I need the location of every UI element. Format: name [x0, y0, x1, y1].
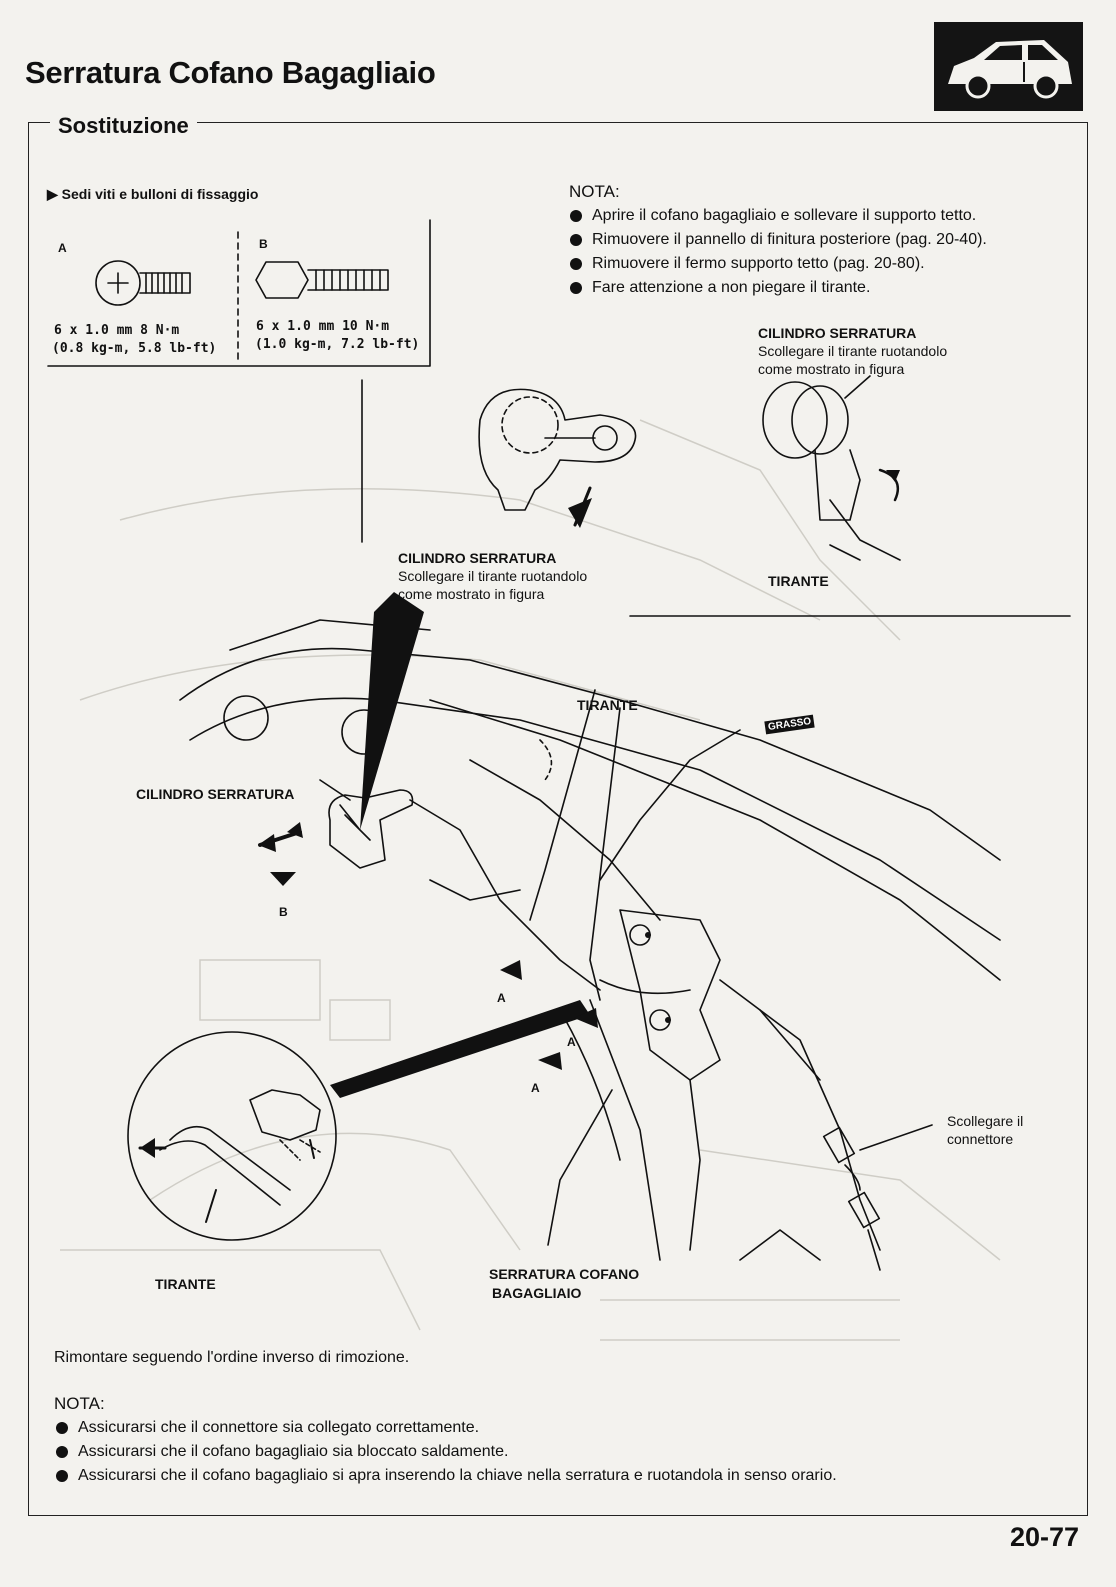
fasteners-heading-text: Sedi viti e bulloni di fissaggio: [61, 186, 259, 202]
callout-lock-line2: BAGAGLIAIO: [492, 1285, 582, 1301]
marker-a-3: A: [531, 1081, 540, 1095]
callout-cylinder-right-line1: Scollegare il tirante ruotandolo: [758, 343, 948, 359]
callout-cylinder-left: CILINDRO SERRATURA: [136, 786, 295, 802]
note-top-list: Aprire il cofano bagagliaio e sollevare …: [568, 204, 987, 300]
callout-cylinder-mid-title: CILINDRO SERRATURA: [398, 550, 557, 566]
fastener-b-spec-2: (1.0 kg-m, 7.2 lb-ft): [255, 337, 420, 352]
note-bottom-list: Assicurarsi che il connettore sia colleg…: [54, 1416, 837, 1488]
callout-connector-line2: connettore: [947, 1131, 1014, 1147]
marker-b: B: [279, 905, 288, 919]
fastener-b-letter: B: [259, 237, 268, 251]
callout-cylinder-right-line2: come mostrato in figura: [758, 361, 905, 377]
list-item: Rimuovere il fermo supporto tetto (pag. …: [568, 252, 987, 276]
page-number: 20-77: [1010, 1522, 1080, 1552]
fastener-a-spec-2: (0.8 kg-m, 5.8 lb-ft): [52, 341, 217, 356]
callout-tirante-detail: TIRANTE: [155, 1276, 216, 1292]
callout-lock-line1: SERRATURA COFANO: [489, 1266, 640, 1282]
fastener-a-letter: A: [58, 241, 67, 255]
callout-cylinder-mid-line2: come mostrato in figura: [398, 586, 545, 602]
triangle-bullet-icon: ▶: [47, 186, 62, 202]
callout-cylinder-mid-line1: Scollegare il tirante ruotandolo: [398, 568, 588, 584]
marker-a-1: A: [497, 991, 506, 1005]
page-title: Serratura Cofano Bagagliaio: [25, 55, 436, 90]
fasteners-heading: ▶ Sedi viti e bulloni di fissaggio: [47, 186, 258, 202]
bolt-b-head: [255, 261, 309, 299]
section-heading: Sostituzione: [50, 113, 197, 139]
list-item: Rimuovere il pannello di finitura poster…: [568, 228, 987, 252]
callout-connector-line1: Scollegare il: [947, 1113, 1024, 1129]
callout-tirante-right: TIRANTE: [768, 573, 829, 589]
list-item: Aprire il cofano bagagliaio e sollevare …: [568, 204, 987, 228]
list-item: Assicurarsi che il connettore sia colleg…: [54, 1416, 837, 1440]
detail-magnifier: [127, 1031, 337, 1241]
note-top-label: NOTA:: [569, 182, 620, 201]
content-frame: [28, 122, 1088, 1516]
list-item: Fare attenzione a non piegare il tirante…: [568, 276, 987, 300]
hatchback-car-icon: [948, 40, 1072, 99]
screw-a-head: [95, 260, 141, 306]
fastener-b-spec-1: 6 x 1.0 mm 10 N·m: [256, 319, 390, 334]
callout-tirante-center: TIRANTE: [577, 697, 638, 713]
list-item: Assicurarsi che il cofano bagagliaio si …: [54, 1464, 837, 1488]
fastener-a-spec-1: 6 x 1.0 mm 8 N·m: [54, 323, 180, 338]
callout-cylinder-right-title: CILINDRO SERRATURA: [758, 325, 917, 341]
marker-a-2: A: [567, 1035, 576, 1049]
reassembly-instruction: Rimontare seguendo l'ordine inverso di r…: [54, 1349, 410, 1366]
note-bottom-label: NOTA:: [54, 1394, 105, 1413]
list-item: Assicurarsi che il cofano bagagliaio sia…: [54, 1440, 837, 1464]
section-badge: [934, 22, 1083, 111]
